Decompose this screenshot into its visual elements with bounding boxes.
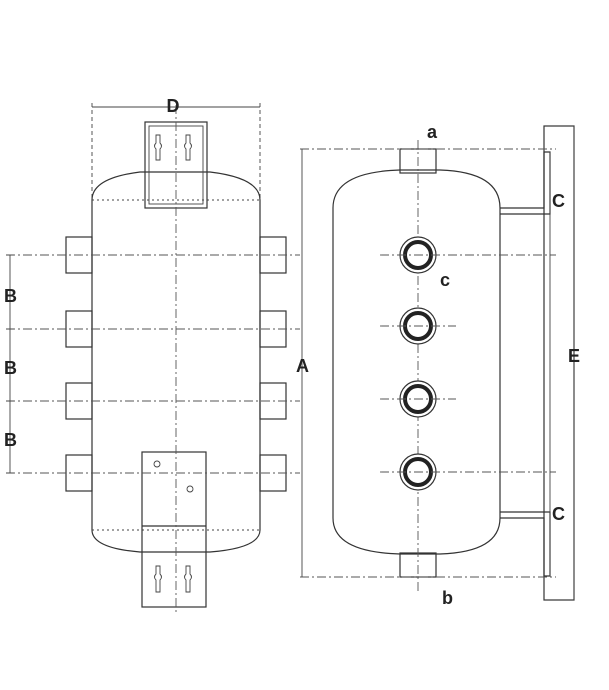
label-b-1: B [4, 286, 17, 306]
label-c-lower: c [440, 270, 450, 290]
wall-bracket-top [500, 151, 551, 215]
vessel-body-front [91, 171, 261, 553]
label-b-2: B [4, 358, 17, 378]
nozzles-right [259, 236, 287, 492]
bottom-bracket-slot-left [154, 565, 162, 593]
nozzles-left [65, 236, 93, 492]
top-bracket-slot-left [154, 134, 162, 161]
label-e: E [568, 346, 580, 366]
wall-bracket-bottom [500, 511, 551, 577]
bottom-bracket [141, 451, 207, 608]
label-a-lower: a [427, 122, 438, 142]
bracket-bolt-hole-1 [153, 460, 161, 468]
label-b-3: B [4, 430, 17, 450]
top-bracket-slot-right [184, 134, 192, 161]
label-d: D [167, 96, 180, 116]
label-c-top: C [552, 191, 565, 211]
bracket-bolt-hole-2 [186, 485, 194, 493]
side-view [300, 125, 575, 601]
label-a-upper: A [296, 356, 309, 376]
bottom-bracket-slot-right [184, 565, 192, 593]
label-b-lower: b [442, 588, 453, 608]
vessel-body-side [332, 169, 501, 555]
front-view [6, 103, 300, 615]
label-c-bottom: C [552, 504, 565, 524]
